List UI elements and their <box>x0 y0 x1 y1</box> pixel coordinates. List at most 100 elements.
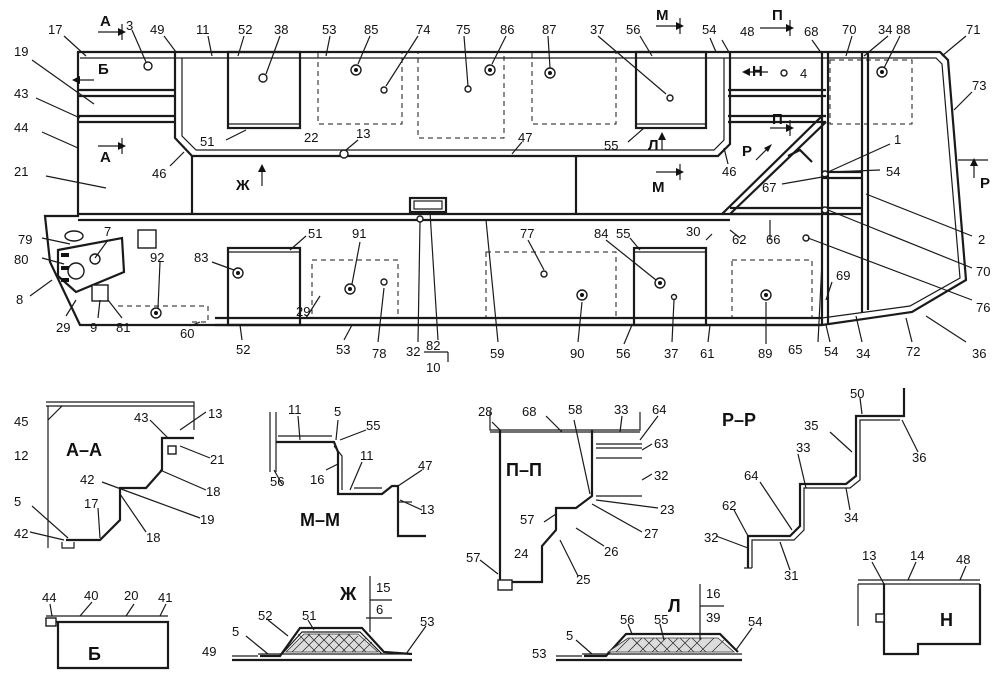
callout: 77 <box>520 226 534 241</box>
callout: 46 <box>152 166 166 181</box>
section-mark: А <box>100 149 111 166</box>
callout: 21 <box>14 164 28 179</box>
view-label: 34 <box>844 510 858 525</box>
main-plan-view <box>29 18 988 362</box>
callout: 92 <box>150 250 164 265</box>
callout: 86 <box>500 22 514 37</box>
view-label: 5 <box>334 404 341 419</box>
section-p-p <box>479 412 659 591</box>
view-label: 48 <box>956 552 970 567</box>
callout: 84 <box>594 226 608 241</box>
view-label: 49 <box>202 644 216 659</box>
view-label: 11 <box>360 448 374 463</box>
callout: 36 <box>972 346 986 361</box>
view-label: 57 <box>520 512 534 527</box>
view-label: 39 <box>706 610 720 625</box>
callout: 91 <box>352 226 366 241</box>
callout: 89 <box>758 346 772 361</box>
callout: 4 <box>800 66 807 81</box>
view-label: 17 <box>84 496 98 511</box>
callout: 9 <box>90 320 97 335</box>
callout: 65 <box>788 342 802 357</box>
callout: 81 <box>116 320 130 335</box>
view-label: 13 <box>208 406 222 421</box>
section-n <box>857 561 982 656</box>
callout: 53 <box>322 22 336 37</box>
view-label: 11 <box>288 402 302 417</box>
callout: 82 <box>426 338 440 353</box>
callout: 72 <box>906 344 920 359</box>
callout: 55 <box>604 138 618 153</box>
view-label: 14 <box>910 548 924 563</box>
callout: 67 <box>762 180 776 195</box>
view-label: 16 <box>706 586 720 601</box>
callout: 52 <box>238 22 252 37</box>
callout: 34 <box>856 346 870 361</box>
view-label: 52 <box>258 608 272 623</box>
view-label: 28 <box>478 404 492 419</box>
callout: 7 <box>104 224 111 239</box>
view-label: 56 <box>620 612 634 627</box>
section-a-a <box>29 401 211 549</box>
callout: 62 <box>732 232 746 247</box>
callout: 34 <box>878 22 892 37</box>
callout: 13 <box>356 126 370 141</box>
view-label: 58 <box>568 402 582 417</box>
callout: 85 <box>364 22 378 37</box>
callout: 83 <box>194 250 208 265</box>
callout: 54 <box>824 344 838 359</box>
callout: 17 <box>48 22 62 37</box>
callout: 51 <box>200 134 214 149</box>
view-label: 19 <box>200 512 214 527</box>
view-label: 33 <box>796 440 810 455</box>
callout: 76 <box>976 300 990 315</box>
view-label: 51 <box>302 608 316 623</box>
callout: 68 <box>804 24 818 39</box>
view-label: 18 <box>206 484 220 499</box>
section-b <box>45 601 170 670</box>
view-label: 54 <box>748 614 762 629</box>
view-label: 31 <box>784 568 798 583</box>
section-mark: П <box>772 111 783 128</box>
callout: 38 <box>274 22 288 37</box>
callout: 30 <box>686 224 700 239</box>
view-title-aa: А–А <box>66 440 102 460</box>
view-label: 35 <box>804 418 818 433</box>
section-r-r <box>715 388 919 571</box>
view-label: 18 <box>146 530 160 545</box>
callout: 29 <box>296 304 310 319</box>
view-title-b: Б <box>88 644 101 664</box>
section-mark: М <box>656 7 669 24</box>
callout: 19 <box>14 44 28 59</box>
callout: 2 <box>978 232 985 247</box>
view-label: 41 <box>158 590 172 605</box>
view-label: 40 <box>84 588 98 603</box>
view-title-l: Л <box>668 596 681 616</box>
view-label: 6 <box>376 602 383 617</box>
callout: 43 <box>14 86 28 101</box>
section-mark: Р <box>742 143 752 160</box>
callout: 46 <box>722 164 736 179</box>
callout: 87 <box>542 22 556 37</box>
callout: 37 <box>664 346 678 361</box>
section-mark: П <box>772 7 783 24</box>
view-label: 24 <box>514 546 528 561</box>
view-title-zh: Ж <box>339 584 357 604</box>
view-label: 45 <box>14 414 28 429</box>
callout-labels: 17 19 43 44 21 79 80 8 29 9 81 60 3 49 1… <box>14 7 990 664</box>
callout: 47 <box>518 130 532 145</box>
callout: 56 <box>626 22 640 37</box>
view-label: 42 <box>14 526 28 541</box>
callout: 71 <box>966 22 980 37</box>
callout: 54 <box>702 22 716 37</box>
callout: 55 <box>616 226 630 241</box>
view-label: 32 <box>654 468 668 483</box>
view-label: 25 <box>576 572 590 587</box>
callout: 3 <box>126 18 133 33</box>
callout: 52 <box>236 342 250 357</box>
view-label: 68 <box>522 404 536 419</box>
view-label: 12 <box>14 448 28 463</box>
callout: 54 <box>886 164 900 179</box>
callout: 37 <box>590 22 604 37</box>
